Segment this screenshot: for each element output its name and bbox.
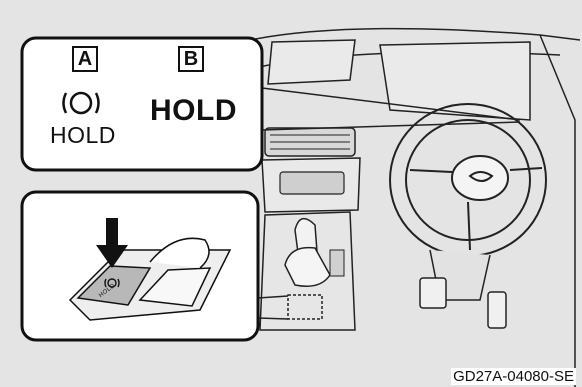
figure-code: GD27A-04080-SE <box>451 368 576 385</box>
label-b: B <box>178 46 204 72</box>
label-a: A <box>72 46 98 72</box>
hold-indicator-a: HOLD <box>50 122 116 149</box>
brake-pedal <box>420 278 446 308</box>
instrument-cluster <box>380 42 530 120</box>
center-display <box>268 40 355 84</box>
steering-wheel <box>390 104 546 256</box>
hold-indicator-b: HOLD <box>150 94 237 128</box>
accelerator-pedal <box>488 292 506 328</box>
